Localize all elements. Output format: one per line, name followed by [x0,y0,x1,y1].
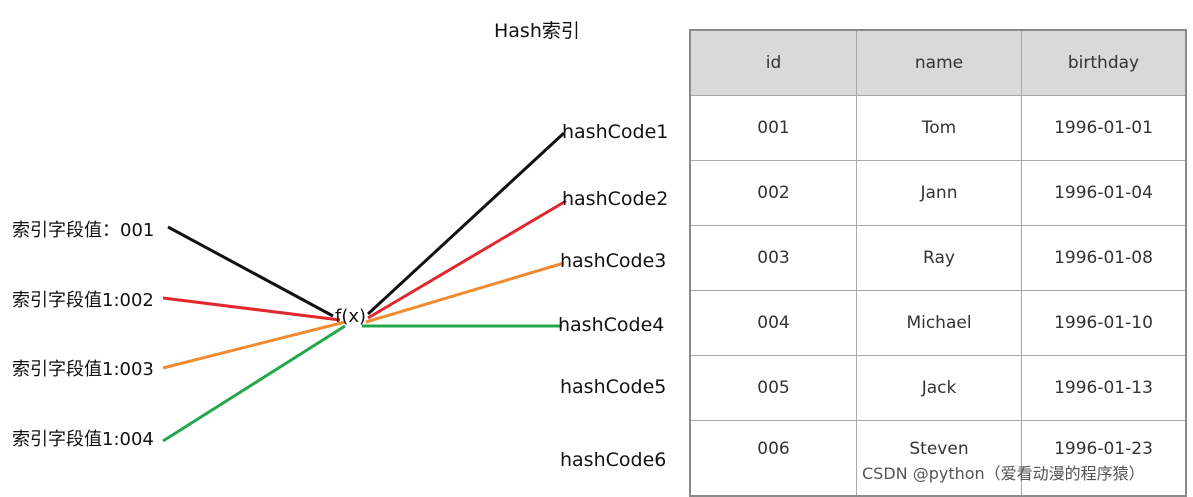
cell-birthday: 1996-01-04 [1021,160,1187,226]
cell-birthday: 1996-01-01 [1021,95,1187,161]
key-label-003: 索引字段值1:003 [12,359,154,380]
line-hashcode2 [367,199,567,320]
hash-function-label: f(x) [335,306,367,327]
table-row: 006 Steven 1996-01-23 [689,420,1187,497]
cell-id: 003 [689,225,857,291]
cell-id: 002 [689,160,857,226]
hashcode-6: hashCode6 [560,449,667,471]
line-key-004 [162,324,346,443]
cell-birthday: 1996-01-23 [1021,420,1187,497]
cell-id: 006 [689,420,857,497]
cell-id: 001 [689,95,857,161]
cell-name: Ray [856,225,1022,291]
key-label-001: 索引字段值：001 [12,220,155,241]
hashcode-5: hashCode5 [560,376,667,398]
line-hashcode3 [365,261,565,324]
hashcode-3: hashCode3 [560,250,667,272]
cell-id: 005 [689,355,857,421]
hashcode-2: hashCode2 [562,188,669,210]
table-row: 003 Ray 1996-01-08 [689,225,1187,291]
cell-name: Tom [856,95,1022,161]
key-label-004: 索引字段值1:004 [12,429,154,450]
cell-name: Steven [856,420,1022,497]
cell-name: Michael [856,290,1022,356]
cell-name: Jack [856,355,1022,421]
column-header-name: name [856,29,1022,96]
column-header-birthday: birthday [1021,29,1187,96]
cell-name: Jann [856,160,1022,226]
line-key-003 [162,320,346,370]
line-key-002 [162,296,341,322]
cell-birthday: 1996-01-08 [1021,225,1187,291]
key-label-002: 索引字段值1:002 [12,290,154,311]
column-header-id: id [689,29,857,96]
table-row: 005 Jack 1996-01-13 [689,355,1187,421]
hash-mapping-lines [162,131,567,443]
table-header-row: id name birthday [689,29,1187,96]
watermark: CSDN @python（爱看动漫的程序猿） [862,464,1145,483]
cell-id: 004 [689,290,857,356]
hashcode-4: hashCode4 [558,314,665,336]
cell-birthday: 1996-01-10 [1021,290,1187,356]
table-row: 002 Jann 1996-01-04 [689,160,1187,226]
table-row: 001 Tom 1996-01-01 [689,95,1187,161]
diagram-title: Hash索引 [494,20,580,42]
line-key-001 [167,225,334,318]
cell-birthday: 1996-01-13 [1021,355,1187,421]
user-table: id name birthday 001 Tom 1996-01-01 002 … [689,29,1187,497]
hashcode-1: hashCode1 [562,121,669,143]
table-row: 004 Michael 1996-01-10 [689,290,1187,356]
line-hashcode1 [366,131,566,316]
